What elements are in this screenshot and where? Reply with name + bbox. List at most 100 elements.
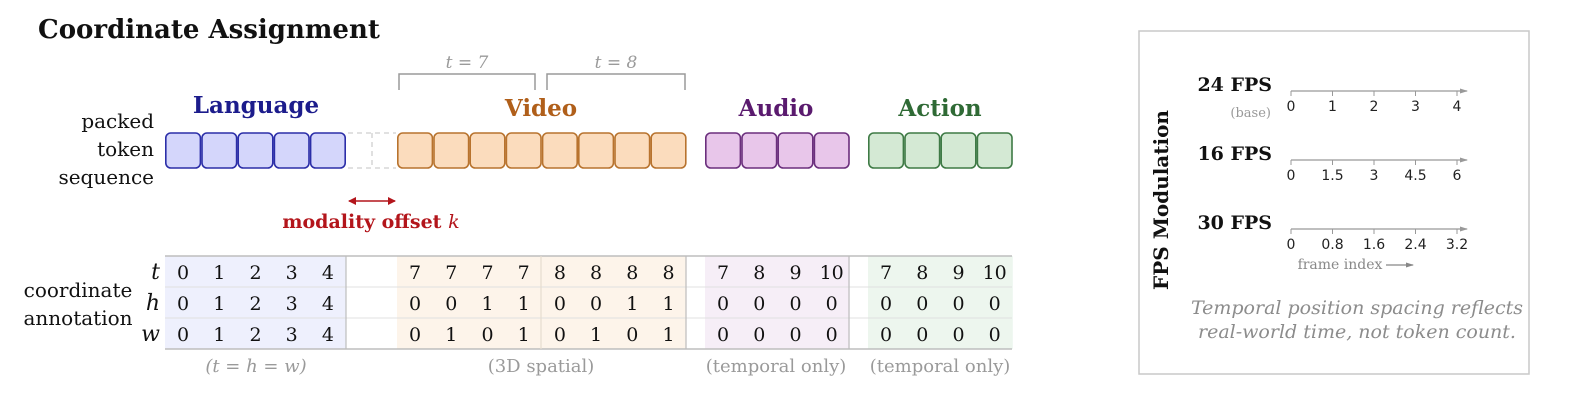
coord-cell: 3 (286, 262, 298, 284)
fps-tick-label: 0 (1287, 237, 1296, 253)
video-frame-brackets (398, 73, 686, 90)
token-action (867, 132, 905, 169)
fps-tick-label: 4 (1453, 99, 1462, 115)
caption-video: (3D spatial) (488, 356, 595, 377)
fps-tick-label: 2 (1370, 99, 1379, 115)
token-language (273, 132, 310, 169)
fps-caption-line: Temporal position spacing reflects (1191, 297, 1523, 319)
coord-cell: 0 (826, 293, 838, 315)
frame-label-t7: t = 7 (446, 53, 489, 73)
coord-cell: 0 (445, 293, 457, 315)
fps-axis-label: frame index (1298, 257, 1383, 273)
packed-label-line: token (97, 137, 154, 161)
coord-cell: 1 (590, 324, 602, 346)
fps-tick-label: 3 (1411, 99, 1420, 115)
table-bg-action (868, 256, 1013, 349)
fps-tick-label: 3 (1370, 168, 1379, 184)
coord-cell: 1 (481, 293, 493, 315)
coord-cell: 0 (177, 262, 189, 284)
table-bg-audio (705, 256, 850, 349)
coord-cell: 8 (662, 262, 674, 284)
token-audio (777, 132, 814, 169)
coord-cell: 10 (983, 262, 1007, 284)
caption-action: (temporal only) (870, 356, 1011, 377)
caption-language: (t = h = w) (205, 356, 306, 377)
fps-rate-label: 30 FPS (1197, 212, 1272, 234)
coord-cell: 0 (989, 293, 1001, 315)
frame-bracket-t7 (398, 73, 536, 90)
token-video (433, 132, 470, 169)
fps-rate-label: 24 FPS (1197, 74, 1272, 96)
coord-cell: 0 (626, 324, 638, 346)
token-action (940, 132, 977, 169)
modality-offset-label: modality offset k (282, 211, 459, 233)
coord-cell: 7 (445, 262, 457, 284)
token-video (396, 132, 434, 169)
coord-cell: 4 (322, 293, 334, 315)
coord-cell: 4 (322, 262, 334, 284)
coord-cell: 0 (177, 324, 189, 346)
coord-cell: 0 (916, 293, 928, 315)
coord-cell: 0 (554, 293, 566, 315)
figure-title: Coordinate Assignment (38, 15, 380, 45)
coord-cell: 2 (249, 262, 261, 284)
coord-cell: 0 (789, 293, 801, 315)
frame-label-t8: t = 8 (595, 53, 638, 73)
fps-tick-label: 0.8 (1321, 237, 1343, 253)
coord-cell: 8 (753, 262, 765, 284)
token-video (505, 132, 542, 169)
coord-cell: 3 (286, 324, 298, 346)
coord-cell: 7 (880, 262, 892, 284)
coord-cell: 0 (789, 324, 801, 346)
token-action (976, 132, 1013, 169)
coord-axis-label: w (141, 322, 160, 347)
token-language (309, 132, 347, 169)
table-bg-video (397, 256, 687, 349)
coord-cell: 10 (820, 262, 844, 284)
modality-label-language: Language (193, 92, 319, 119)
coord-cell: 0 (409, 293, 421, 315)
token-audio (741, 132, 778, 169)
table-bg-language (165, 256, 346, 349)
coord-cell: 7 (717, 262, 729, 284)
modality-gap (348, 132, 396, 169)
coord-cell: 0 (753, 293, 765, 315)
coord-cell: 8 (626, 262, 638, 284)
coord-cell: 1 (662, 293, 674, 315)
modality-label-video: Video (504, 95, 577, 122)
fps-panel-frame (1138, 30, 1530, 375)
coord-cell: 9 (952, 262, 964, 284)
coord-cell: 0 (826, 324, 838, 346)
offset-var: k (448, 211, 460, 233)
fps-tick-label: 0 (1287, 99, 1296, 115)
fps-tick-label: 0 (1287, 168, 1296, 184)
coord-cell: 8 (590, 262, 602, 284)
coord-cell: 0 (409, 324, 421, 346)
coord-cell: 0 (952, 293, 964, 315)
fps-panel-title: FPS Modulation (1149, 110, 1173, 290)
token-language (165, 132, 202, 169)
token-audio (813, 132, 850, 169)
fps-rate-note: (base) (1230, 106, 1271, 121)
token-language (237, 132, 274, 169)
token-video (469, 132, 506, 169)
coord-cell: 0 (880, 293, 892, 315)
fps-caption-line: real-world time, not token count. (1198, 321, 1516, 343)
coord-cell: 0 (916, 324, 928, 346)
coord-cell: 4 (322, 324, 334, 346)
coord-cell: 1 (662, 324, 674, 346)
token-video (577, 132, 615, 169)
offset-label-text: modality offset (282, 211, 441, 233)
caption-audio: (temporal only) (706, 356, 847, 377)
fps-tick-label: 4.5 (1404, 168, 1426, 184)
coord-cell: 2 (249, 324, 261, 346)
coord-cell: 0 (753, 324, 765, 346)
coord-axis-label: t (151, 260, 160, 285)
coord-label-line: annotation (23, 306, 132, 330)
